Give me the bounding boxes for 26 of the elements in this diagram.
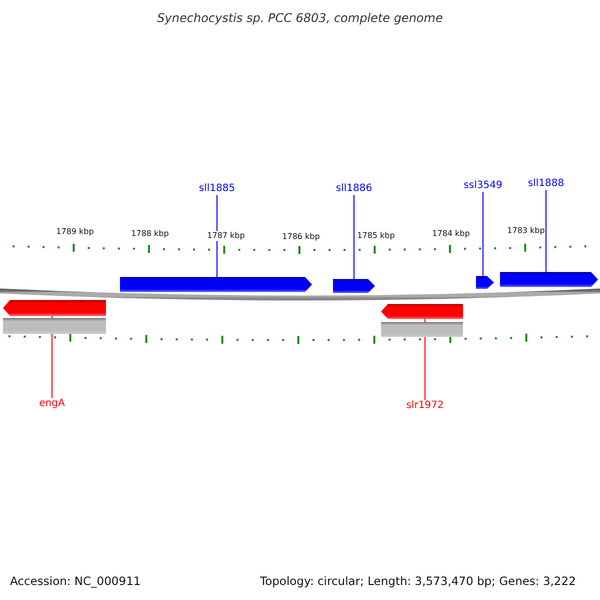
gene-label: ssl3549 (464, 181, 502, 191)
scale-label: 1786 kbp (282, 232, 320, 242)
scale-label: 1785 kbp (357, 231, 395, 241)
feature-bar (3, 318, 106, 334)
gene-block (476, 276, 494, 289)
leader-line (216, 194, 218, 278)
feature-bar (381, 322, 463, 337)
footer-text: Topology: circular; Length: 3,573,470 bp; Genes: 3,222 (260, 576, 576, 588)
gene-block (381, 304, 463, 319)
scale-label: 1789 kbp (56, 227, 94, 237)
scale-label: 1784 kbp (432, 229, 470, 239)
title: Synechocystis sp. PCC 6803, complete genome (157, 12, 443, 24)
gene-block (500, 272, 598, 287)
gene-label: slr1972 (406, 401, 444, 411)
gene-block (333, 279, 375, 293)
footer-text: Accession: NC_000911 (10, 576, 141, 588)
gene-label: sll1888 (528, 179, 564, 189)
gene-block (120, 277, 312, 292)
gene-label: sll1885 (198, 184, 236, 194)
leader-line (482, 192, 484, 276)
scale-label: 1787 kbp (207, 231, 245, 241)
scale-label: 1788 kbp (131, 229, 169, 239)
scale-label: 1783 kbp (507, 226, 545, 236)
gene-label: engA (39, 399, 65, 409)
gene-label: sll1886 (336, 184, 372, 194)
gene-block (3, 300, 106, 316)
